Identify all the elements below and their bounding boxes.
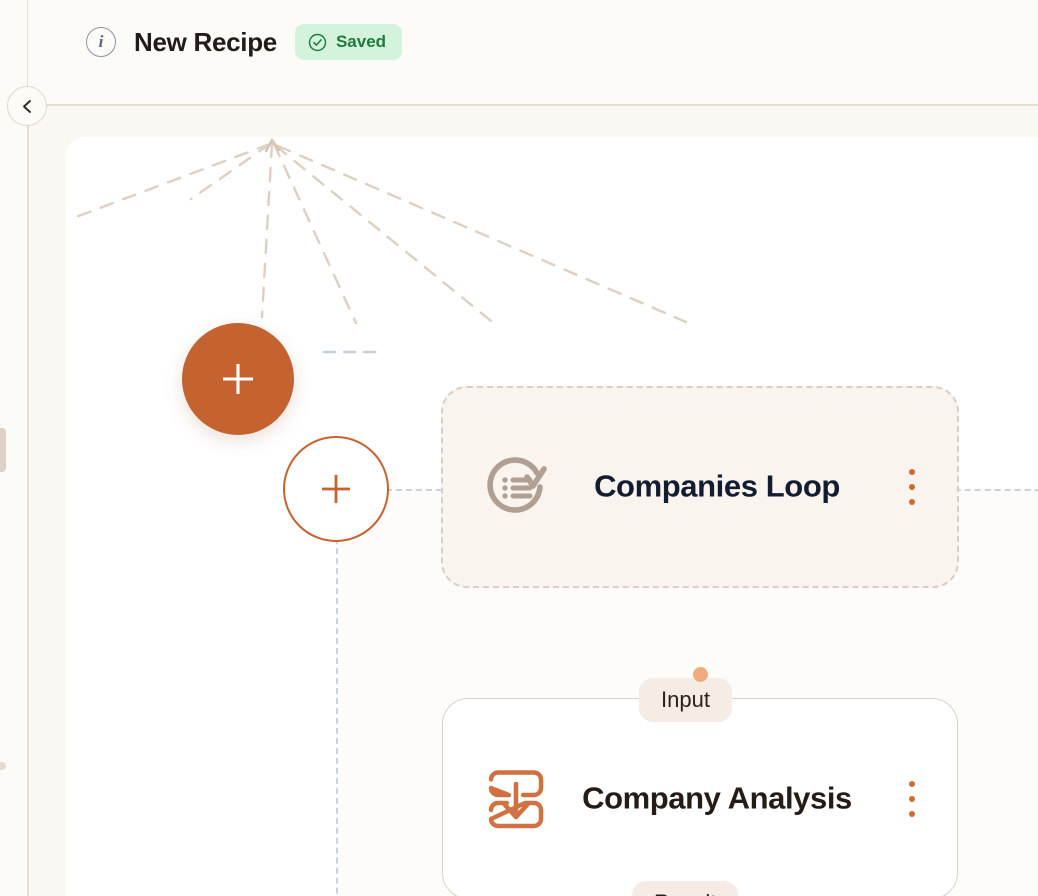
header-content: i New Recipe Saved	[86, 24, 403, 60]
kebab-dot	[909, 795, 915, 802]
rail-handle-top[interactable]	[0, 428, 6, 472]
kebab-dot	[909, 499, 915, 505]
rail-handle-bottom[interactable]	[0, 762, 6, 770]
status-badge-label: Saved	[335, 32, 387, 51]
node-companies-loop[interactable]: Companies Loop	[441, 386, 959, 588]
status-badge: Saved	[294, 24, 403, 60]
port-input[interactable]: Input	[639, 678, 732, 722]
import-arrow-icon	[480, 763, 552, 835]
add-node-secondary-button[interactable]	[283, 436, 389, 542]
plus-icon	[322, 475, 350, 503]
header-bar: i New Recipe Saved	[28, 0, 1038, 105]
check-circle-icon	[308, 33, 327, 51]
recipe-canvas[interactable]: Companies Loop Input Company Analysis	[66, 137, 1038, 896]
node-title: Company Analysis	[582, 780, 852, 816]
node-company-analysis[interactable]: Company Analysis	[442, 698, 958, 896]
rail-divider	[27, 0, 29, 896]
kebab-dot	[909, 810, 915, 817]
kebab-dot	[909, 780, 915, 787]
input-port-dot[interactable]	[693, 667, 708, 682]
add-node-primary-button[interactable]	[182, 323, 294, 435]
node-title: Companies Loop	[594, 468, 840, 504]
info-circle-icon[interactable]: i	[86, 27, 116, 57]
node-menu-button[interactable]	[905, 777, 919, 821]
sidebar-collapse-button[interactable]	[7, 86, 47, 126]
chevron-left-icon	[22, 99, 31, 113]
port-result[interactable]: Result	[632, 881, 739, 896]
kebab-dot	[909, 484, 915, 490]
loop-list-icon	[480, 451, 552, 523]
kebab-dot	[909, 469, 915, 475]
page-title: New Recipe	[134, 26, 277, 57]
node-menu-button[interactable]	[905, 465, 919, 509]
plus-icon	[223, 364, 253, 394]
header-divider	[28, 104, 1038, 106]
